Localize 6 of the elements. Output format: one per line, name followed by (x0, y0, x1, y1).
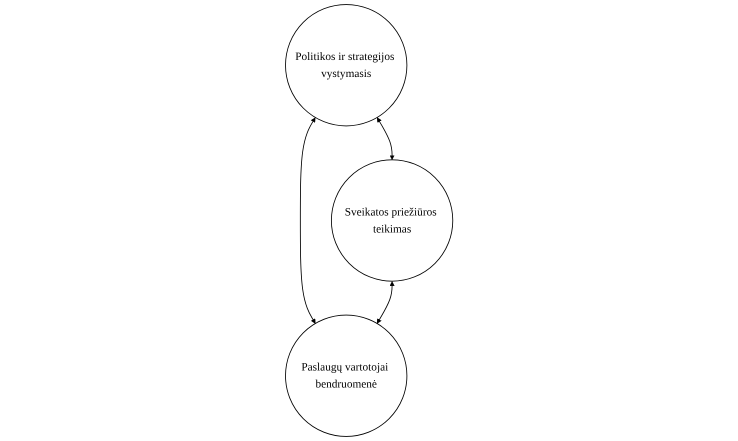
arrow (300, 117, 316, 324)
node-circle: Sveikatos priežiūros teikimas (330, 159, 454, 282)
node-circle: Paslaugų vartotojai bendruomenė (284, 314, 408, 437)
arrow (376, 281, 394, 324)
node-circle: Politikos ir strategijos vystymasis (284, 4, 408, 126)
arrow (376, 117, 394, 160)
